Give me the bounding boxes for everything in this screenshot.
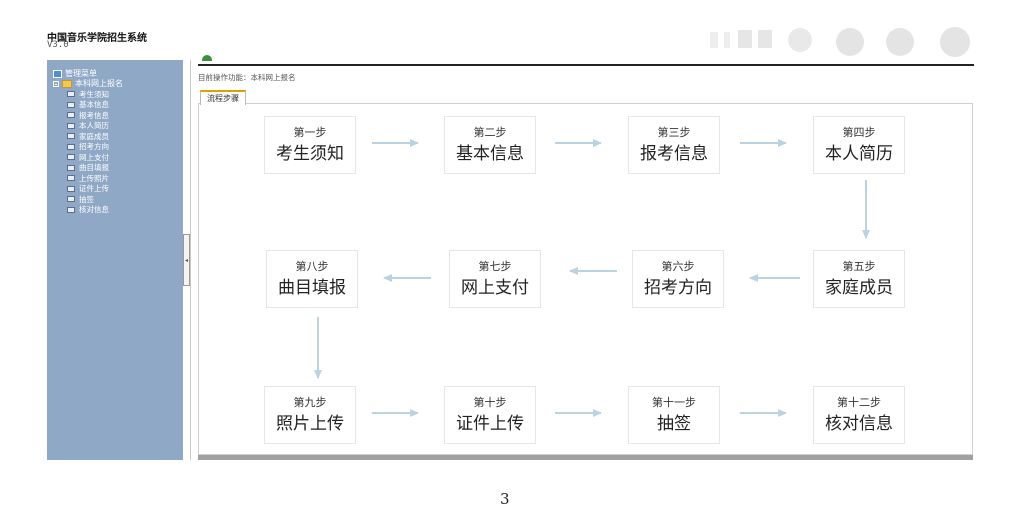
step-1[interactable]: 第一步 考生须知 bbox=[264, 116, 356, 174]
step-8[interactable]: 第八步 曲目填报 bbox=[266, 250, 358, 308]
step-7[interactable]: 第七步 网上支付 bbox=[449, 250, 541, 308]
step-number: 第三步 bbox=[657, 125, 691, 139]
step-name: 抽签 bbox=[657, 413, 691, 434]
sidebar-item-label: 本人简历 bbox=[79, 121, 109, 131]
step-name: 家庭成员 bbox=[825, 277, 893, 298]
document-icon bbox=[67, 154, 75, 161]
banner-decoration bbox=[710, 27, 970, 57]
app-title: 中国音乐学院招生系统 bbox=[47, 33, 147, 44]
sidebar-item[interactable]: 本人简历 bbox=[67, 121, 109, 132]
step-10[interactable]: 第十步 证件上传 bbox=[444, 386, 536, 444]
sidebar-item-label: 上传照片 bbox=[79, 173, 109, 183]
menu-group-label: 本科网上报名 bbox=[75, 79, 123, 88]
menu-root-label: 管理菜单 bbox=[65, 69, 97, 78]
step-number: 第十二步 bbox=[837, 395, 881, 409]
sidebar-item-label: 核对信息 bbox=[79, 205, 109, 215]
document-icon bbox=[67, 112, 75, 119]
step-name: 基本信息 bbox=[456, 143, 524, 164]
step-3[interactable]: 第三步 报考信息 bbox=[628, 116, 720, 174]
top-divider bbox=[198, 64, 974, 66]
step-name: 本人简历 bbox=[825, 143, 893, 164]
step-5[interactable]: 第五步 家庭成员 bbox=[813, 250, 905, 308]
sidebar-item[interactable]: 上传照片 bbox=[67, 173, 109, 184]
collapse-minus-icon bbox=[53, 80, 59, 87]
sidebar-item[interactable]: 核对信息 bbox=[67, 205, 109, 216]
step-number: 第六步 bbox=[661, 259, 695, 273]
sidebar-item-label: 抽签 bbox=[79, 194, 94, 204]
sidebar-item[interactable]: 抽签 bbox=[67, 194, 109, 205]
sidebar-item[interactable]: 考生须知 bbox=[67, 89, 109, 100]
step-4[interactable]: 第四步 本人简历 bbox=[813, 116, 905, 174]
top-accent-icon bbox=[202, 55, 212, 61]
step-name: 证件上传 bbox=[456, 413, 524, 434]
sidebar-item[interactable]: 报考信息 bbox=[67, 110, 109, 121]
document-icon bbox=[67, 122, 75, 129]
step-name: 核对信息 bbox=[825, 413, 893, 434]
sidebar-item[interactable]: 基本信息 bbox=[67, 100, 109, 111]
content-bottom-bar bbox=[198, 455, 973, 460]
sidebar-item[interactable]: 证件上传 bbox=[67, 184, 109, 195]
step-number: 第一步 bbox=[293, 125, 327, 139]
step-number: 第五步 bbox=[842, 259, 876, 273]
page-number: 3 bbox=[500, 490, 510, 508]
folder-icon bbox=[62, 79, 72, 88]
document-icon bbox=[67, 133, 75, 140]
menu-root-icon bbox=[53, 69, 62, 78]
document-icon bbox=[67, 206, 75, 213]
document-icon bbox=[67, 101, 75, 108]
step-number: 第四步 bbox=[842, 125, 876, 139]
sidebar-collapse-handle[interactable]: ◂ bbox=[183, 234, 190, 286]
step-name: 招考方向 bbox=[644, 277, 712, 298]
sidebar-item-label: 网上支付 bbox=[79, 152, 109, 162]
sidebar-item-label: 证件上传 bbox=[79, 184, 109, 194]
menu-group-undergrad[interactable]: 本科网上报名 bbox=[53, 78, 123, 89]
sidebar-item[interactable]: 网上支付 bbox=[67, 152, 109, 163]
sidebar-item-label: 曲目填报 bbox=[79, 163, 109, 173]
document-icon bbox=[67, 91, 75, 98]
step-number: 第七步 bbox=[478, 259, 512, 273]
step-number: 第十一步 bbox=[652, 395, 696, 409]
sidebar-item-label: 家庭成员 bbox=[79, 131, 109, 141]
app-version: V3.0 bbox=[47, 40, 69, 50]
collapse-arrow-icon: ◂ bbox=[184, 256, 188, 264]
current-function-label: 目前操作功能：本科网上报名 bbox=[198, 73, 296, 82]
step-2[interactable]: 第二步 基本信息 bbox=[444, 116, 536, 174]
sidebar-divider bbox=[190, 60, 191, 460]
tab-flow-steps[interactable]: 流程步骤 bbox=[200, 90, 246, 105]
sidebar-item-label: 考生须知 bbox=[79, 89, 109, 99]
step-9[interactable]: 第九步 照片上传 bbox=[264, 386, 356, 444]
document-icon bbox=[67, 164, 75, 171]
menu-list: 考生须知 基本信息 报考信息 本人简历 家庭成员 招考方向 网上支付 曲目填报 … bbox=[67, 89, 109, 215]
step-number: 第八步 bbox=[295, 259, 329, 273]
document-icon bbox=[67, 175, 75, 182]
sidebar-item-label: 基本信息 bbox=[79, 100, 109, 110]
step-12[interactable]: 第十二步 核对信息 bbox=[813, 386, 905, 444]
sidebar-item[interactable]: 曲目填报 bbox=[67, 163, 109, 174]
step-name: 报考信息 bbox=[640, 143, 708, 164]
sidebar-item-label: 报考信息 bbox=[79, 110, 109, 120]
step-name: 曲目填报 bbox=[278, 277, 346, 298]
step-number: 第九步 bbox=[293, 395, 327, 409]
step-number: 第二步 bbox=[473, 125, 507, 139]
step-6[interactable]: 第六步 招考方向 bbox=[632, 250, 724, 308]
menu-root[interactable]: 管理菜单 bbox=[53, 68, 97, 79]
sidebar-item[interactable]: 家庭成员 bbox=[67, 131, 109, 142]
sidebar-item-label: 招考方向 bbox=[79, 142, 109, 152]
step-number: 第十步 bbox=[473, 395, 507, 409]
document-icon bbox=[67, 185, 75, 192]
step-name: 网上支付 bbox=[461, 277, 529, 298]
step-name: 照片上传 bbox=[276, 413, 344, 434]
sidebar: 管理菜单 本科网上报名 考生须知 基本信息 报考信息 本人简历 家庭成员 招考方… bbox=[47, 60, 183, 460]
document-icon bbox=[67, 143, 75, 150]
sidebar-item[interactable]: 招考方向 bbox=[67, 142, 109, 153]
step-11[interactable]: 第十一步 抽签 bbox=[628, 386, 720, 444]
step-name: 考生须知 bbox=[276, 143, 344, 164]
document-icon bbox=[67, 196, 75, 203]
